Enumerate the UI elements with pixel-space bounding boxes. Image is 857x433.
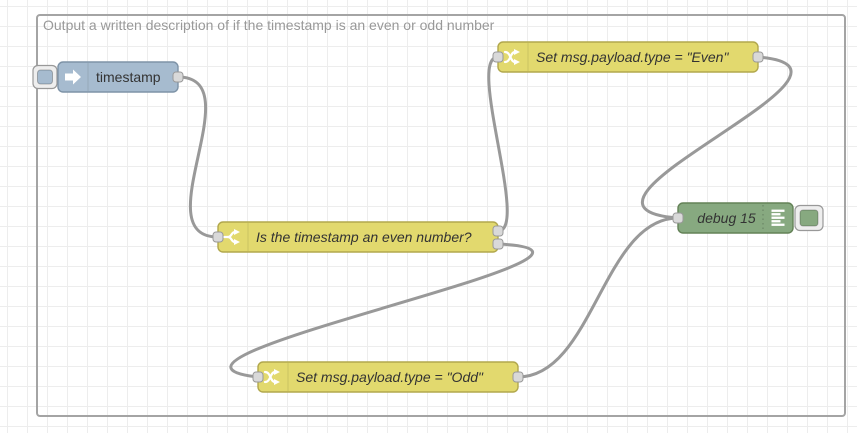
- debug-input-port[interactable]: [672, 212, 684, 224]
- change-odd-label: Set msg.payload.type = "Odd": [296, 369, 484, 385]
- switch-output-port-1[interactable]: [492, 238, 504, 250]
- node-inject[interactable]: timestamp: [32, 61, 184, 93]
- change-even-label: Set msg.payload.type = "Even": [536, 49, 729, 65]
- wire-switch-to-change-odd[interactable]: [229, 242, 535, 379]
- node-change-even[interactable]: Set msg.payload.type = "Even": [492, 41, 764, 73]
- debug-lines-icon: [771, 209, 785, 226]
- debug-button-face: [799, 209, 819, 227]
- inject-label: timestamp: [96, 69, 161, 85]
- change-even-input-port[interactable]: [492, 51, 504, 63]
- wire-inject-to-switch[interactable]: [176, 75, 220, 239]
- wire-change-odd-to-debug[interactable]: [516, 216, 680, 379]
- change-odd-input-port[interactable]: [252, 371, 264, 383]
- inject-output-port-0[interactable]: [172, 71, 184, 83]
- inject-arrow-icon: [65, 69, 81, 85]
- change-shuffle-icon: [503, 49, 520, 65]
- switch-input-port[interactable]: [212, 231, 224, 243]
- switch-output-port-0[interactable]: [492, 225, 504, 237]
- flow-group-outline[interactable]: [36, 14, 846, 417]
- node-switch[interactable]: Is the timestamp an even number?: [212, 221, 504, 253]
- inject-button[interactable]: [32, 64, 58, 90]
- wire-switch-to-change-even[interactable]: [487, 55, 509, 233]
- switch-fork-icon: [222, 229, 240, 245]
- node-change-odd[interactable]: Set msg.payload.type = "Odd": [252, 361, 524, 393]
- wire-change-even-to-debug[interactable]: [641, 55, 793, 220]
- change-shuffle-icon: [263, 369, 280, 385]
- change-odd-output-port-0[interactable]: [512, 371, 524, 383]
- debug-label: debug 15: [697, 210, 756, 226]
- switch-label: Is the timestamp an even number?: [256, 229, 472, 245]
- change-even-output-port-0[interactable]: [752, 51, 764, 63]
- debug-button[interactable]: [794, 204, 824, 232]
- flow-group-label: Output a written description of if the t…: [43, 17, 495, 33]
- inject-button-face: [37, 69, 53, 85]
- node-debug[interactable]: debug 15: [672, 202, 824, 234]
